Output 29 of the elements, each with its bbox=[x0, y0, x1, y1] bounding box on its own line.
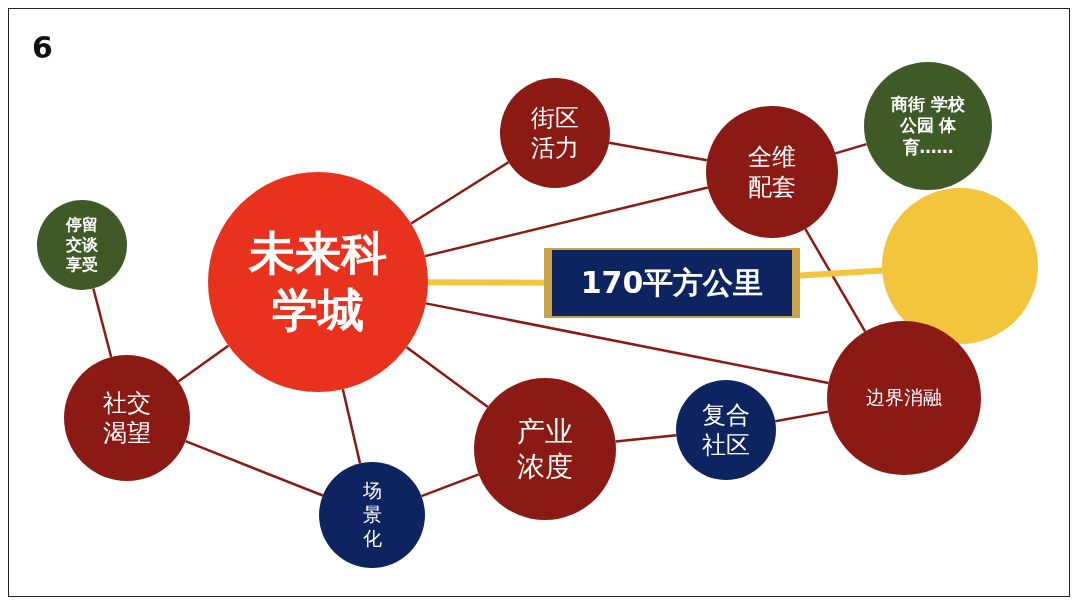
connector-line bbox=[775, 410, 829, 423]
connector-line bbox=[608, 141, 708, 162]
connector-line bbox=[341, 388, 362, 464]
connector-line bbox=[410, 161, 510, 225]
process-box bbox=[544, 248, 800, 318]
page-number: 6 bbox=[32, 30, 53, 65]
node-label: 未来科学城 bbox=[247, 224, 388, 339]
connector-line bbox=[405, 346, 489, 408]
connector-bar bbox=[799, 267, 883, 279]
node-label: 全维配套 bbox=[747, 142, 797, 202]
connector-line bbox=[834, 142, 867, 155]
connector-line bbox=[421, 473, 480, 498]
node-label: 街区活力 bbox=[530, 103, 580, 163]
connector-line bbox=[92, 288, 113, 358]
connector-line bbox=[615, 433, 677, 443]
node-label: 停留交谈享受 bbox=[64, 215, 99, 275]
node-label: 商街 学校公园 体育…… bbox=[890, 94, 966, 158]
connector-line bbox=[185, 440, 324, 497]
node-label: 场景化 bbox=[361, 479, 383, 551]
connector-line bbox=[424, 186, 709, 258]
node-label: 边界消融 bbox=[865, 386, 943, 410]
node-label: 复合社区 bbox=[701, 400, 751, 460]
connector-line bbox=[177, 344, 230, 383]
node-label: 170平方公里 bbox=[579, 264, 765, 302]
connector-line bbox=[425, 302, 829, 385]
node-label: 产业浓度 bbox=[516, 414, 574, 484]
node-label: 社交渴望 bbox=[102, 388, 152, 448]
connector-line bbox=[804, 228, 867, 333]
connector-bar bbox=[428, 279, 544, 286]
